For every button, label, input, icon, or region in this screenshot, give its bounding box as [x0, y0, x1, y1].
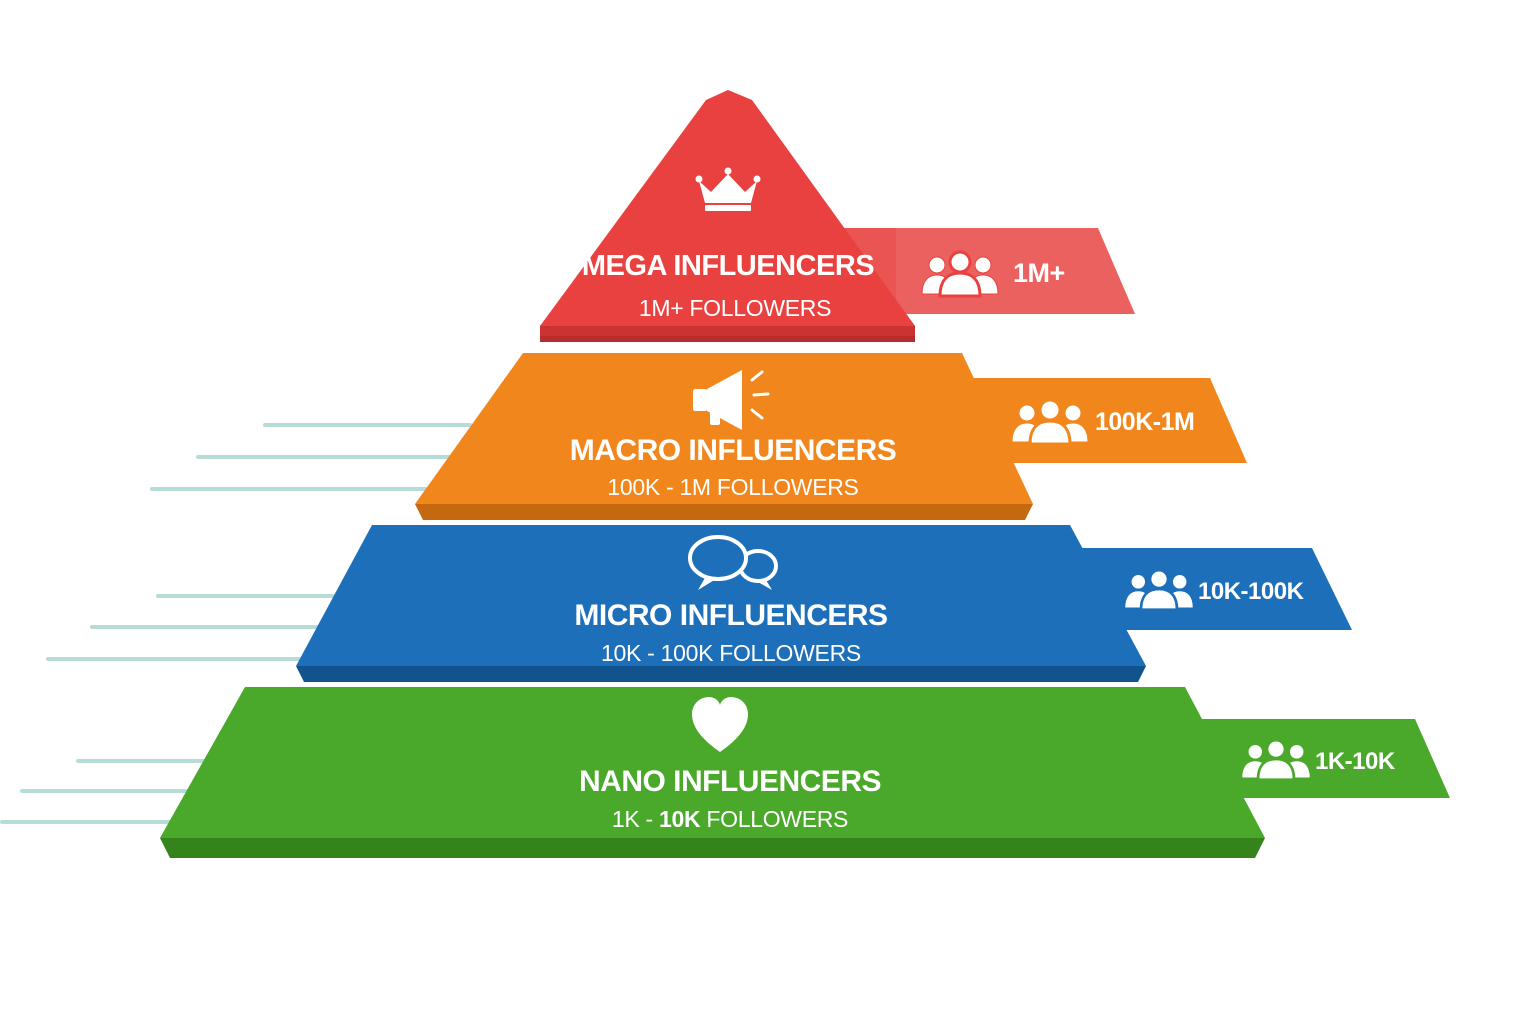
tier-title: NANO INFLUENCERS [579, 765, 881, 798]
tier-subtitle-bold: 10K [659, 806, 701, 832]
tier-subtitle: 10K - 100K FOLLOWERS [601, 640, 861, 666]
tier-micro: MICRO INFLUENCERS 10K - 100K FOLLOWERS [296, 525, 1146, 682]
tier-subtitle: 1K - 10K FOLLOWERS [612, 806, 848, 832]
tier-title: MICRO INFLUENCERS [574, 599, 887, 632]
tier-subtitle: 100K - 1M FOLLOWERS [607, 474, 858, 500]
tab-label: 1M+ [1013, 258, 1065, 288]
heart-icon [692, 697, 748, 752]
tier-macro: MACRO INFLUENCERS 100K - 1M FOLLOWERS [415, 353, 1033, 520]
tier-title: MACRO INFLUENCERS [570, 434, 897, 467]
megaphone-icon [693, 370, 770, 430]
tier-subtitle: 1M+ FOLLOWERS [639, 295, 831, 321]
tier-title: MEGA INFLUENCERS [582, 250, 874, 282]
tab-nano: 1K-10K [1180, 719, 1450, 798]
tier-subtitle-suffix: FOLLOWERS [700, 806, 848, 832]
tab-micro: 10K-100K [1060, 548, 1352, 630]
speed-lines [0, 423, 472, 824]
tab-label: 100K-1M [1095, 408, 1194, 436]
chat-bubbles-icon [688, 535, 778, 590]
tab-macro: 100K-1M [950, 378, 1247, 463]
tier-nano: NANO INFLUENCERS 1K - 10K FOLLOWERS [160, 687, 1265, 858]
tab-label: 10K-100K [1198, 578, 1305, 605]
crown-icon [695, 167, 761, 211]
tier-mega: MEGA INFLUENCERS 1M+ FOLLOWERS [540, 90, 915, 342]
tier-subtitle-prefix: 1K - [612, 806, 659, 832]
tab-label: 1K-10K [1315, 748, 1396, 775]
tab-mega: 1M+ [840, 228, 1135, 314]
